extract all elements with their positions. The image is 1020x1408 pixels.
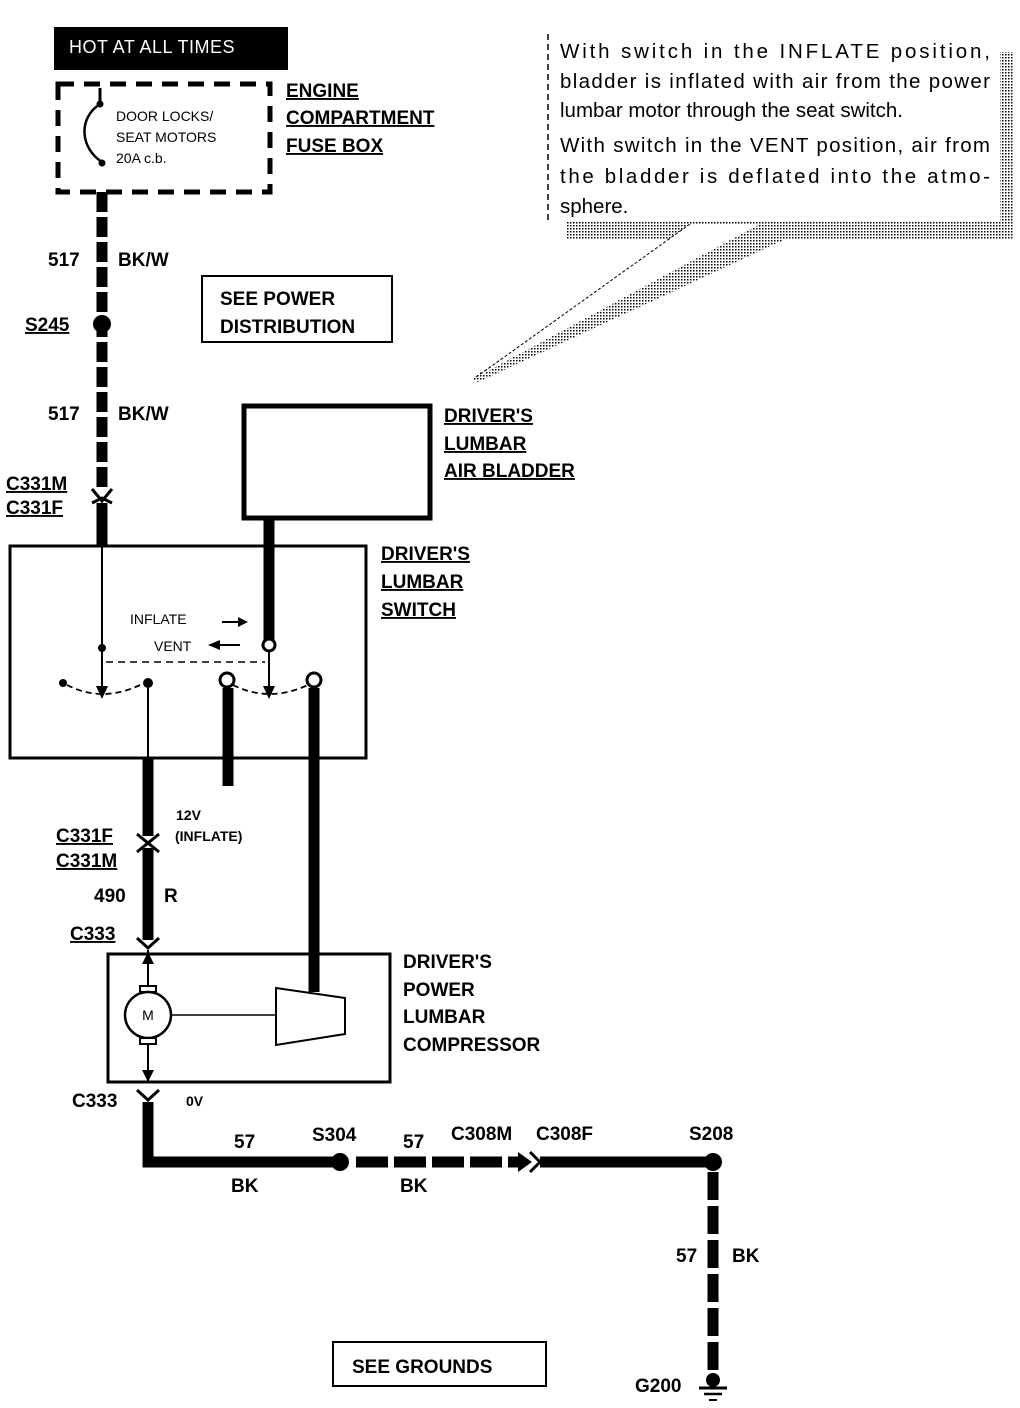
see-grounds-label: SEE GROUNDS <box>352 1357 492 1378</box>
connector-c333-top-label: C333 <box>70 924 115 945</box>
contact-right-a <box>218 671 236 689</box>
fuse-box-title-line1: ENGINE <box>286 81 359 102</box>
see-grounds-box <box>332 1341 547 1387</box>
note-pointer-line <box>474 223 691 379</box>
connector-c331m-top-label: C331M <box>6 474 67 495</box>
wire-57-a-circuit: 57 <box>234 1132 255 1153</box>
note-box <box>548 32 1000 222</box>
note-line-2: bladder is inflated with air from the po… <box>560 70 990 93</box>
fuse-box-outline <box>55 81 273 195</box>
bladder-label-line2: LUMBAR <box>444 434 527 455</box>
note-line-4: With switch in the VENT position, air fr… <box>560 134 990 157</box>
contact-left-a <box>59 679 67 687</box>
note-line-5: the bladder is deflated into the atmo- <box>560 165 990 188</box>
bladder-label-line3: AIR BLADDER <box>444 461 575 482</box>
see-power-line1: SEE POWER <box>220 289 335 310</box>
ground-g200-dot <box>706 1373 720 1387</box>
wire-57-c-circuit: 57 <box>676 1246 697 1267</box>
circuit-breaker-bottom-dot <box>98 159 106 167</box>
splice-s304-dot <box>331 1153 349 1171</box>
switch-arrow-right <box>263 686 275 699</box>
splice-s208-label: S208 <box>689 1124 733 1145</box>
connector-c333-top-symbol <box>135 936 161 951</box>
splice-s245-label: S245 <box>25 315 70 336</box>
note-pointer-shadow <box>472 230 805 382</box>
splice-s245-dot <box>93 315 111 333</box>
connector-c331-top-symbol-lower <box>91 496 113 505</box>
switch-pivot-left <box>98 644 106 652</box>
switch-air-port-top <box>261 637 277 653</box>
splice-s304-label: S304 <box>312 1125 357 1146</box>
wire-57-b-color: BK <box>400 1176 428 1197</box>
motor-brush-bottom <box>139 1037 157 1045</box>
switch-label-line3: SWITCH <box>381 600 456 621</box>
fuse-box-title-line2: COMPARTMENT <box>286 108 435 129</box>
fuse-label-line2: SEAT MOTORS <box>116 129 216 145</box>
voltage-0v-label: 0V <box>186 1093 204 1109</box>
inflate-position-label: INFLATE <box>130 611 187 627</box>
note-pointer <box>475 224 760 378</box>
connector-c333-bottom-label: C333 <box>72 1091 117 1112</box>
wire-57-a-color: BK <box>231 1176 259 1197</box>
connector-c308f-label: C308F <box>536 1124 593 1145</box>
contact-right-b <box>305 671 323 689</box>
connector-c308m-label: C308M <box>451 1124 512 1145</box>
compressor-label-line4: COMPRESSOR <box>403 1035 541 1056</box>
lumbar-switch-box <box>8 544 368 760</box>
wire-517-bottom-color: BK/W <box>118 404 169 425</box>
connector-c331f-bottom-label: C331F <box>56 826 113 847</box>
compressor-label-line1: DRIVER'S <box>403 952 492 973</box>
wire-517-bottom-circuit: 517 <box>48 404 80 425</box>
connector-c308m-arrow <box>518 1152 532 1172</box>
wire-517-top-circuit: 517 <box>48 250 80 271</box>
note-line-3: lumbar motor through the seat switch. <box>560 99 903 122</box>
see-power-line2: DISTRIBUTION <box>220 317 355 338</box>
connector-c331m-bottom-label: C331M <box>56 851 117 872</box>
contact-arc-right <box>232 684 309 695</box>
note-line-1: With switch in the INFLATE position, <box>560 40 990 63</box>
connector-c331-top-symbol <box>90 488 114 504</box>
ground-g200-label: G200 <box>635 1376 681 1397</box>
wire-517-top-color: BK/W <box>118 250 169 271</box>
wire-490-circuit: 490 <box>94 886 126 907</box>
connector-c333-bottom-symbol <box>135 1088 161 1103</box>
splice-s208-dot <box>704 1153 722 1171</box>
compressor-label-line3: LUMBAR <box>403 1007 486 1028</box>
motor-arrow-top <box>142 952 154 964</box>
hot-at-all-times-banner <box>54 27 288 70</box>
pump-symbol <box>275 986 346 1047</box>
connector-c331-bottom-symbol-lower <box>136 841 160 854</box>
vent-position-label: VENT <box>154 638 192 654</box>
switch-label-line2: LUMBAR <box>381 572 464 593</box>
hot-at-all-times-label: HOT AT ALL TIMES <box>69 37 235 57</box>
fuse-label-line3: 20A c.b. <box>116 150 167 166</box>
compressor-box <box>106 952 392 1084</box>
note-line-6: sphere. <box>560 195 628 218</box>
see-power-distribution-box <box>201 275 393 343</box>
motor-symbol: M <box>142 1007 154 1023</box>
wire-490-color: R <box>164 886 178 907</box>
switch-label-line1: DRIVER'S <box>381 544 470 565</box>
wire-57-c-color: BK <box>732 1246 760 1267</box>
contact-left-b <box>143 678 153 688</box>
circuit-breaker-symbol <box>83 102 103 164</box>
compressor-label-line2: POWER <box>403 980 475 1001</box>
bladder-label-line1: DRIVER'S <box>444 406 533 427</box>
vent-arrow-head <box>208 640 220 650</box>
wire-57-segment-a <box>142 1102 333 1168</box>
voltage-12v-mode-label: (INFLATE) <box>175 828 242 844</box>
wire-57-b-circuit: 57 <box>403 1132 424 1153</box>
connector-c331f-top-label: C331F <box>6 498 63 519</box>
inflate-arrow-head <box>238 617 248 627</box>
fuse-label-line1: DOOR LOCKS/ <box>116 108 213 124</box>
motor-arrow-bottom <box>142 1070 154 1082</box>
voltage-12v-label: 12V <box>176 807 202 823</box>
switch-arrow-left <box>96 686 108 699</box>
fuse-box-title-line3: FUSE BOX <box>286 136 383 157</box>
air-bladder-box <box>241 403 433 521</box>
